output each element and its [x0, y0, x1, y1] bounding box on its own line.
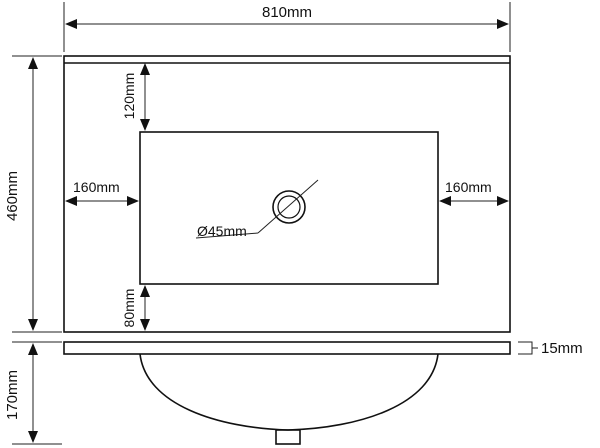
- basin-opening: [139, 131, 439, 285]
- drain-leader-underline: [195, 232, 259, 239]
- countertop-slab-front: [63, 341, 511, 355]
- counter-thickness-label: 15mm: [541, 340, 583, 357]
- overall-depth-label: 460mm: [4, 171, 21, 221]
- drain-stub: [275, 429, 301, 445]
- back-offset-label: 120mm: [121, 73, 137, 120]
- bowl-depth-label: 170mm: [4, 370, 21, 420]
- front-offset-label: 80mm: [121, 289, 137, 328]
- drain-leader-line: [257, 179, 319, 234]
- drain-diameter-label: Ø45mm: [197, 223, 247, 239]
- overall-width-label: 810mm: [262, 4, 312, 21]
- drain-hole: [272, 190, 306, 224]
- bowl-profile: [139, 353, 439, 431]
- left-offset-label: 160mm: [73, 179, 120, 195]
- countertop-outline: [63, 55, 511, 333]
- thickness-bracket: [518, 341, 533, 355]
- right-offset-label: 160mm: [445, 179, 492, 195]
